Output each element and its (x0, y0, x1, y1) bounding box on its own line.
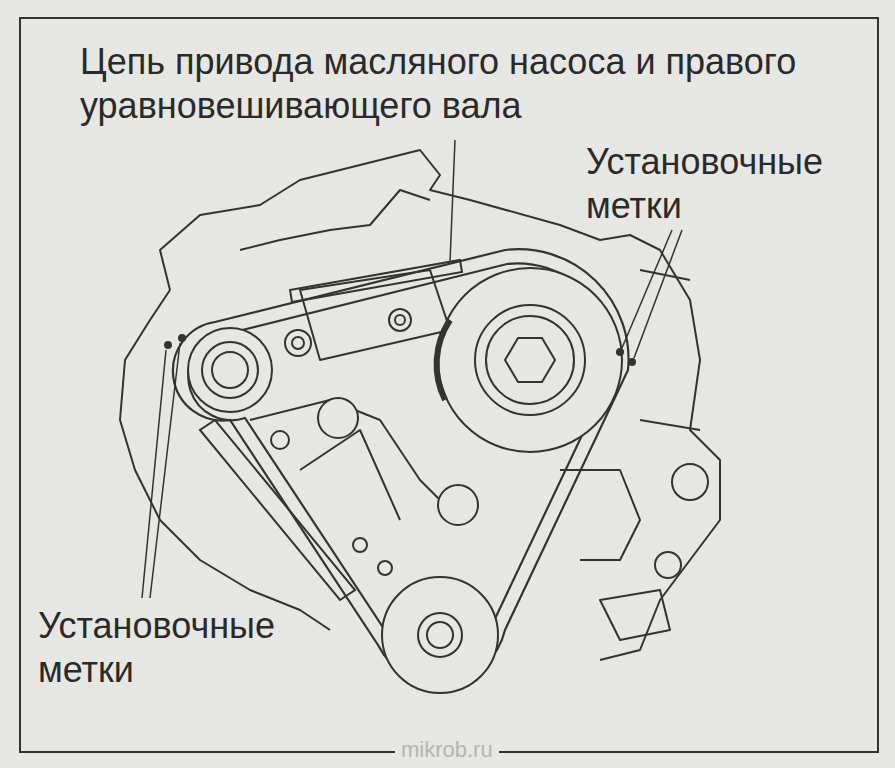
callout-label: Установочные метки (38, 604, 328, 692)
callout-label: Цепь привода масляного насоса и правого … (80, 40, 840, 128)
frame (20, 18, 878, 752)
watermark: mikrob.ru (395, 738, 499, 762)
chain-guides (200, 260, 462, 600)
timing-marks (164, 334, 636, 366)
callout-label: Установочные метки (586, 140, 876, 228)
